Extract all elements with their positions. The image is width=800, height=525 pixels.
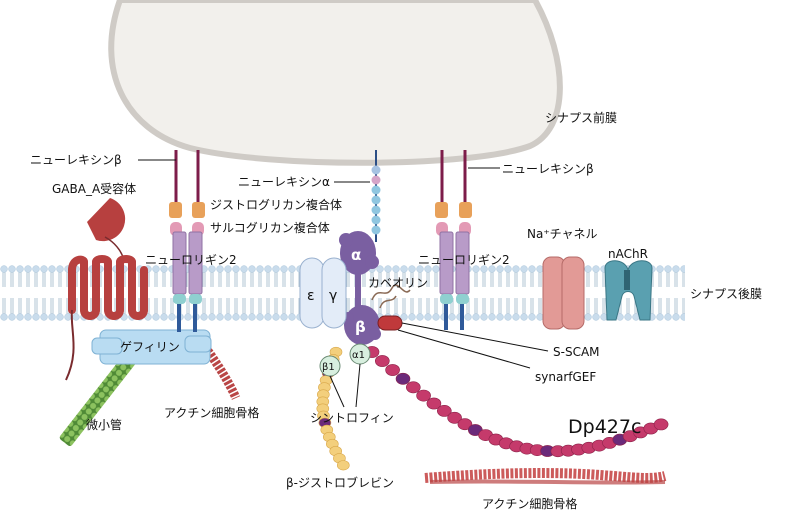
neuroligin2-right <box>439 231 470 330</box>
neurexin-beta-right <box>435 150 472 236</box>
syntrophin-leaders <box>329 363 361 408</box>
postsynaptic-membrane-label: シナプス後膜 <box>690 287 762 301</box>
dp427c-bead <box>447 411 462 424</box>
microtubule-label: 微小管 <box>86 417 122 432</box>
neuroligin2-left <box>172 231 203 332</box>
neurexin-beta-left <box>169 150 205 236</box>
neuroligin2-right-label: ニューロリギン2 <box>418 253 510 267</box>
actin-cytoskeleton-left-label: アクチン細胞骨格 <box>164 405 259 420</box>
dystroglycan-alpha-symbol: α <box>351 246 361 264</box>
na-channel <box>542 256 585 330</box>
dp427c-bead <box>436 404 452 417</box>
dp427c-bead <box>385 364 400 376</box>
microtubule <box>59 344 144 446</box>
actin-cytoskeleton-right-label: アクチン細胞骨格 <box>482 496 577 511</box>
dystroglycan-complex-label: ジストログリカン複合体 <box>210 197 342 212</box>
presynaptic-membrane-label: シナプス前膜 <box>545 110 617 125</box>
neurexin-alpha <box>371 150 381 242</box>
gaba-a-receptor <box>65 198 148 381</box>
sarcoglycan-complex-label: サルコグリカン複合体 <box>210 220 330 235</box>
dp427c-bead <box>405 381 421 394</box>
syntrophin-alpha1-symbol: α1 <box>352 350 365 361</box>
dp427c-bead <box>426 397 442 410</box>
neurexin-beta-left-label: ニューレキシンβ <box>30 153 122 167</box>
s-scam-label: S-SCAM <box>553 345 600 359</box>
beta-dystrobrevin-label: β-ジストロブレビン <box>286 475 394 490</box>
sarcoglycan-gamma-symbol: γ <box>329 288 337 304</box>
dp427c-bead <box>395 372 411 385</box>
syntrophin-label: シントロフィン <box>310 411 394 425</box>
dp427c-chain <box>364 346 669 458</box>
dystroglycan-beta-symbol: β <box>355 318 366 336</box>
gaba-a-receptor-label: GABA_A受容体 <box>52 181 136 196</box>
nachr-label: nAChR <box>608 247 648 261</box>
s-scam <box>377 315 549 352</box>
syntrophin-beta1-symbol: β1 <box>322 362 335 373</box>
dystrobrevin-bead <box>336 460 350 471</box>
dp427c-bead <box>457 418 473 431</box>
caveolin <box>371 284 411 309</box>
caveolin-label: カベオリン <box>368 276 428 290</box>
dp427c-bead <box>374 355 390 367</box>
dystroglycan-beta <box>342 270 381 345</box>
dp427c-bead <box>653 418 669 431</box>
sarcoglycan-complex <box>299 257 347 329</box>
presynaptic-terminal <box>108 0 563 166</box>
synarfgef-label: synarfGEF <box>535 370 596 384</box>
dystroglycan-alpha <box>339 231 379 275</box>
gephyrin <box>91 329 212 365</box>
actin-filament-right <box>424 468 667 485</box>
synarfgef <box>397 329 531 369</box>
dp427c-bead <box>416 389 431 402</box>
dp427c-label: Dp427c <box>568 416 641 438</box>
neurexin-beta-right-label: ニューレキシンβ <box>502 162 594 176</box>
gephyrin-label: ゲフィリン <box>120 340 180 354</box>
sarcoglycan-epsilon-symbol: ε <box>307 288 315 304</box>
na-channel-label: Na⁺チャネル <box>527 227 598 241</box>
neuroligin2-left-label: ニューロリギン2 <box>145 253 237 267</box>
neurexin-alpha-label: ニューレキシンα <box>238 175 330 189</box>
nachr <box>604 260 653 321</box>
